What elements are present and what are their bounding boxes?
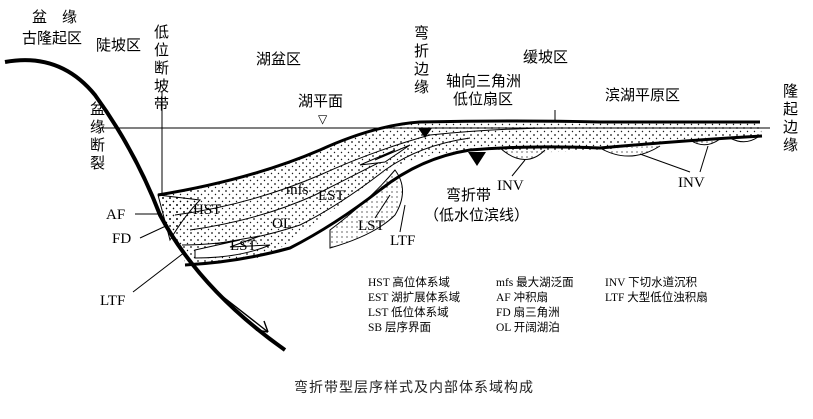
label-penyuan-duanlie: 盆 缘 断 裂	[90, 100, 105, 172]
leader-ltf-mid	[399, 204, 406, 233]
label-lst-mid: LST	[358, 218, 385, 234]
label-af: AF	[106, 207, 125, 223]
leader-lst-mid	[374, 194, 391, 219]
svg-text:起: 起	[783, 100, 798, 118]
label-dishuiwei-binxian: （低水位滨线）	[424, 206, 529, 224]
legend-item: INV 下切水道沉积	[605, 275, 698, 289]
label-inv-right: INV	[678, 175, 705, 191]
incised-valley-3	[689, 138, 721, 146]
label-inv-mid: INV	[497, 178, 524, 194]
legend-item: mfs 最大湖泛面	[496, 275, 574, 289]
legend-item: FD 扇三角洲	[496, 305, 560, 319]
leader-inv-right-2	[699, 145, 709, 173]
svg-text:断: 断	[154, 59, 169, 77]
basin-margin-fault-line	[4, 58, 287, 352]
label-hupenqu: 湖盆区	[256, 50, 301, 68]
fault-slip-arrowhead	[255, 320, 269, 333]
sequence-base-boundary	[184, 134, 763, 267]
svg-text:坡: 坡	[154, 77, 169, 95]
svg-text:边: 边	[414, 60, 429, 78]
svg-text:缘: 缘	[414, 78, 429, 96]
label-ltf-left: LTF	[100, 293, 125, 309]
incised-valley-2	[599, 145, 661, 157]
est-tongues	[359, 144, 411, 166]
lst-wedge	[194, 235, 271, 259]
svg-text:位: 位	[154, 41, 169, 59]
legend-item: HST 高位体系域	[368, 275, 450, 289]
svg-text:带: 带	[154, 95, 169, 113]
label-binhu-pingyuanqu: 滨湖平原区	[605, 86, 680, 104]
label-est: EST	[318, 188, 345, 204]
hst-est-boundary	[174, 127, 561, 216]
alluvial-fan-wedge	[157, 194, 202, 242]
label-mfs: mfs	[286, 182, 309, 198]
label-ol: OL	[272, 216, 292, 232]
legend-item: LTF 大型低位浊积扇	[605, 290, 708, 304]
flexure-marker-lower	[468, 152, 486, 166]
flexure-marker-upper	[418, 128, 432, 138]
label-zhouxiang-sanjiaozhou: 轴向三角洲	[446, 72, 521, 90]
ltf-wedge	[329, 169, 403, 249]
legend-item: OL 开阔湖泊	[496, 320, 560, 334]
sequence-top-boundary	[157, 119, 760, 197]
sediment-body	[158, 121, 762, 263]
svg-text:裂: 裂	[90, 154, 105, 172]
legend-item: LST 低位体系域	[368, 305, 449, 319]
svg-text:折: 折	[414, 42, 429, 60]
incised-valley-1	[499, 147, 546, 160]
label-wanzhedai: 弯折带	[446, 186, 491, 204]
leader-fd	[139, 224, 169, 239]
label-wanzhe-biyuan: 弯 折 边 缘	[414, 24, 429, 96]
figure-caption: 弯折带型层序样式及内部体系域构成	[294, 379, 534, 396]
label-diwei-shanqu: 低位扇区	[453, 90, 513, 108]
label-lst-left: LST	[230, 238, 257, 254]
leader-inv-right-1	[639, 153, 691, 173]
svg-text:缘: 缘	[783, 136, 798, 154]
svg-text:断: 断	[90, 136, 105, 154]
label-hupingmian: 湖平面	[298, 92, 343, 110]
legend-item: EST 湖扩展体系域	[368, 290, 461, 304]
label-longqi-biyuan: 隆 起 边 缘	[783, 82, 798, 154]
incised-valley-4	[729, 136, 759, 143]
label-fd: FD	[112, 231, 131, 247]
svg-text:弯: 弯	[414, 24, 429, 42]
label-huanpoqu: 缓坡区	[523, 48, 568, 66]
label-diwei-duanpodai: 低 位 断 坡 带	[154, 23, 169, 113]
mfs-line	[189, 151, 401, 231]
label-doupoqu: 陡坡区	[96, 36, 141, 54]
label-guluqiqu: 古隆起区	[22, 29, 82, 47]
water-level-symbol: ▽	[318, 112, 328, 126]
svg-text:盆: 盆	[90, 100, 105, 118]
svg-text:低: 低	[154, 23, 169, 41]
svg-text:缘: 缘	[90, 118, 105, 136]
legend-item: AF 冲积扇	[496, 290, 548, 304]
fault-slip-arrow	[221, 295, 269, 333]
label-ltf-mid: LTF	[390, 233, 415, 249]
svg-text:隆: 隆	[783, 82, 798, 100]
legend: HST 高位体系域 EST 湖扩展体系域 LST 低位体系域 SB 层序界面 m…	[368, 275, 708, 334]
label-hst: HST	[193, 202, 221, 218]
leader-ltf-left	[132, 251, 186, 293]
label-penyuan: 盆 缘	[32, 8, 77, 26]
legend-item: SB 层序界面	[368, 320, 431, 334]
leader-inv-mid	[511, 159, 526, 177]
svg-text:边: 边	[783, 118, 798, 136]
